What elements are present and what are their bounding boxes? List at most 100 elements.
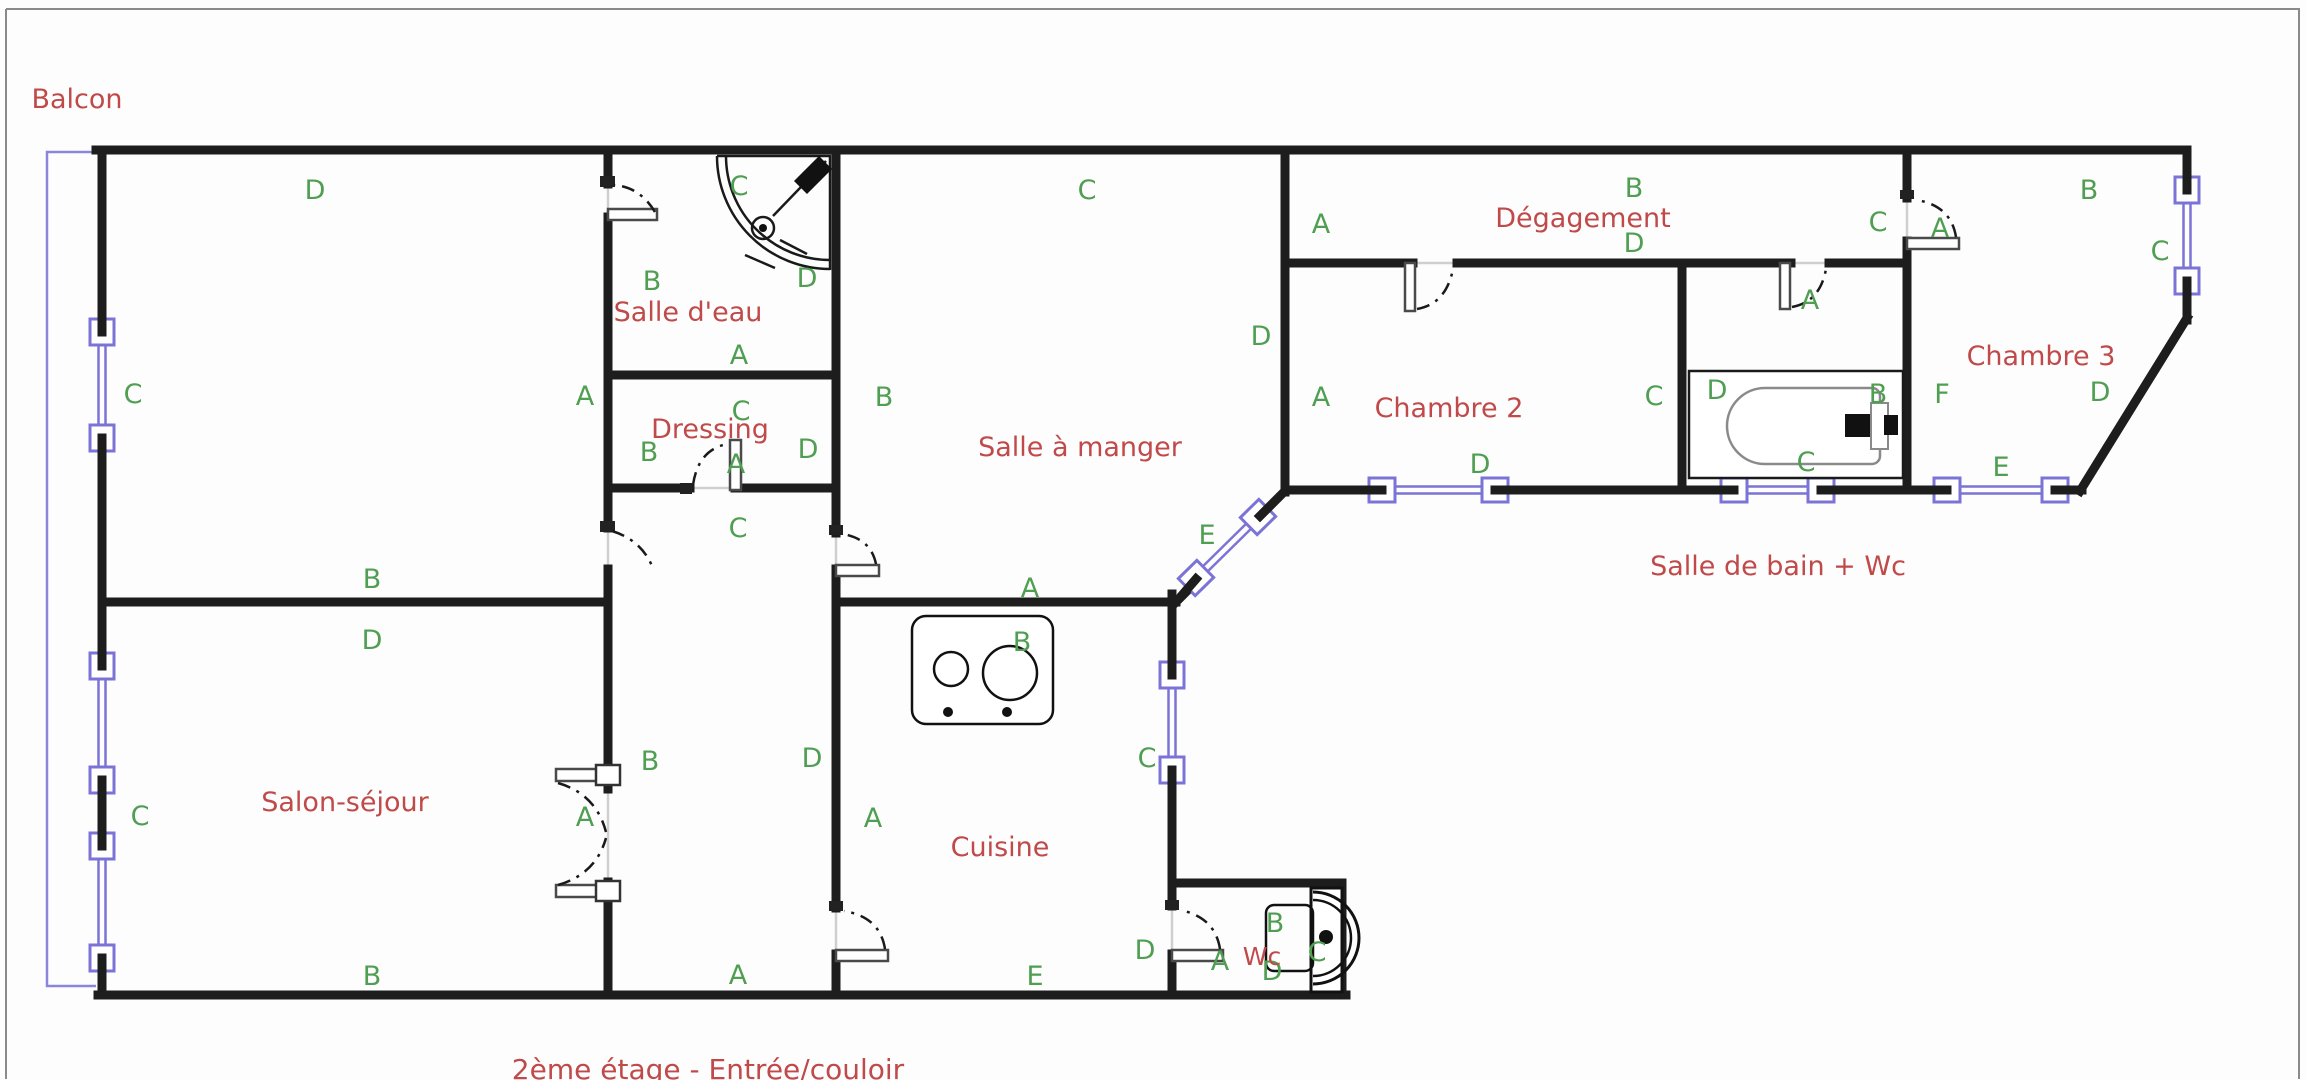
wall-letter-d: D (1135, 935, 1156, 966)
wall-letter-c: C (730, 171, 749, 202)
wall-letter-d: D (1707, 375, 1728, 406)
door-swing-arc (611, 529, 654, 567)
doors (554, 176, 1961, 963)
wall-letter-c: C (732, 396, 751, 427)
bathtub-faucet-icon (1884, 415, 1898, 435)
wall-letter-a: A (576, 381, 595, 412)
wall-letter-b: B (640, 437, 659, 468)
wall-letter-a: A (1312, 382, 1331, 413)
toilet-button-icon (1319, 930, 1333, 944)
shower-drain-icon (750, 215, 776, 241)
room-label-chambre-3: Chambre 3 (1967, 341, 2116, 372)
door-swing-arc (842, 532, 878, 565)
wall-letter-c: C (729, 513, 748, 544)
openings (606, 184, 1909, 954)
wall-letter-b: B (1869, 379, 1888, 410)
fixtures (715, 154, 1905, 994)
wall-letter-b: B (1266, 908, 1285, 939)
bathtub-icon (1725, 386, 1882, 466)
wall-letter-c: C (1797, 447, 1816, 478)
door-panel (1905, 236, 1961, 251)
wall-letter-d: D (305, 175, 326, 206)
room-label-chambre-2: Chambre 2 (1375, 393, 1524, 424)
wall-letter-a: A (1211, 946, 1230, 977)
door-panel (728, 438, 743, 492)
wall-letter-b: B (643, 266, 662, 297)
door-hinge-cap (829, 901, 843, 911)
wall (1169, 586, 1192, 609)
door-panel (834, 948, 890, 963)
wall-letter-c: C (1869, 207, 1888, 238)
wall-letter-a: A (1801, 285, 1820, 316)
door-hinge-cap (594, 763, 622, 787)
wall-letter-d: D (362, 625, 383, 656)
shower-icon (744, 253, 776, 270)
wall-letter-a: A (727, 449, 746, 480)
door-hinge-cap (1900, 190, 1914, 199)
wall-letter-b: B (1625, 173, 1644, 204)
wall-letter-c: C (2151, 236, 2170, 267)
room-label-2-me-tage-entr-e-couloir: 2ème étage - Entrée/couloir (512, 1053, 905, 1080)
wall-letter-f: F (1934, 379, 1950, 410)
wall-letter-b: B (875, 382, 894, 413)
door-hinge-cap (594, 879, 622, 903)
toilet-seat-icon (1264, 903, 1315, 973)
shower-icon (779, 238, 808, 256)
wall-letter-d: D (802, 743, 823, 774)
toilet-bowl-icon (1312, 890, 1361, 986)
page-frame (5, 8, 2300, 1079)
wall-letter-e: E (1026, 961, 1043, 992)
wall-letter-a: A (576, 802, 595, 833)
door-hinge-cap (829, 525, 843, 535)
wall-letter-c: C (1138, 743, 1157, 774)
wall-letter-b: B (641, 746, 660, 777)
room-label-dressing: Dressing (651, 414, 769, 445)
door-swing-arc (1416, 268, 1455, 311)
door-swing-arc (1791, 268, 1828, 309)
wall-letter-b: B (2080, 175, 2099, 206)
shower-icon (724, 155, 831, 262)
door-swing-arc (1179, 908, 1222, 950)
door-swing-arc (843, 909, 887, 950)
wall-letter-d: D (2090, 377, 2111, 408)
room-label-salon-s-jour: Salon-séjour (261, 787, 429, 818)
room-label-salle-de-bain-wc: Salle de bain + Wc (1650, 551, 1906, 582)
wall-letter-a: A (1931, 213, 1950, 244)
wall-letter-d: D (1251, 321, 1272, 352)
wall-letter-d: D (798, 434, 819, 465)
door-hinge-cap (680, 483, 692, 494)
door-hinge-cap (1165, 900, 1179, 910)
room-label-salle-manger: Salle à manger (978, 432, 1183, 463)
shower-drain-icon (759, 224, 767, 232)
door-panel (834, 563, 881, 578)
wall-letter-a: A (864, 803, 883, 834)
shower-icon (715, 155, 831, 271)
room-label-salle-d-eau: Salle d'eau (614, 297, 763, 328)
stove-knob-icon (1002, 707, 1012, 717)
wall-letter-a: A (1312, 209, 1331, 240)
wall-letter-c: C (124, 379, 143, 410)
wall-letter-d: D (1624, 228, 1645, 259)
door-panel (606, 207, 659, 222)
door-swing-arc (557, 781, 608, 833)
wall-letter-b: B (1013, 627, 1032, 658)
door-swing-arc (557, 837, 608, 887)
stove-burner-icon (932, 650, 970, 688)
stove-burner-icon (981, 644, 1039, 702)
room-label-wc: Wc (1243, 942, 1281, 971)
wall-letter-c: C (1645, 381, 1664, 412)
wall-letter-d: D (797, 263, 818, 294)
door-swing-arc (1916, 198, 1958, 238)
door-hinge-cap (600, 176, 615, 187)
balcony-outline (45, 150, 96, 988)
wall-letter-b: B (363, 961, 382, 992)
wall-letter-a: A (730, 340, 749, 371)
door-swing-arc (613, 183, 657, 213)
door-panel (1170, 948, 1225, 963)
stove-knob-icon (943, 707, 953, 717)
wall-letter-a: A (729, 960, 748, 991)
door-panel (1778, 261, 1792, 311)
wall-letter-c: C (1078, 175, 1097, 206)
